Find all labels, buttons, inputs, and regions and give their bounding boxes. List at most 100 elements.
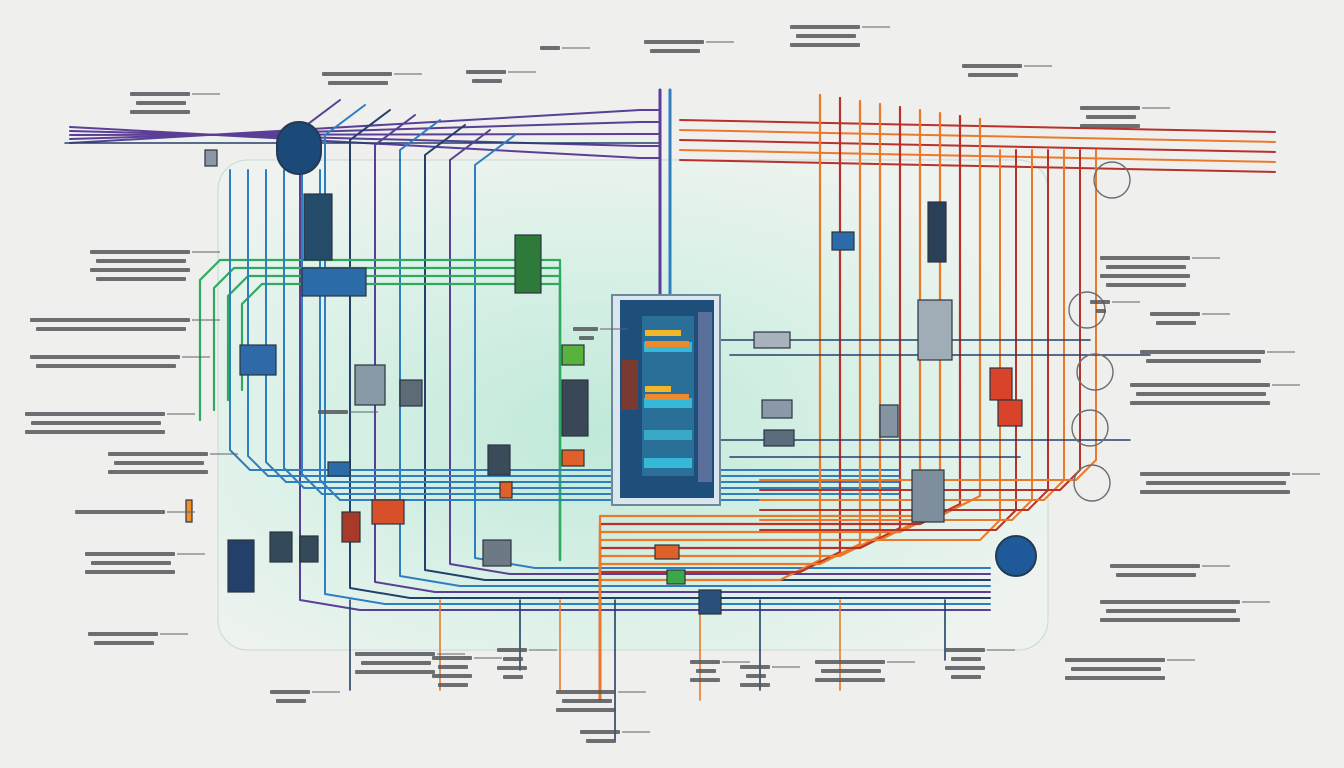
control-module[interactable]	[301, 267, 367, 297]
label-text-line	[1130, 383, 1270, 387]
module[interactable]	[831, 231, 855, 251]
junction-box[interactable]	[239, 344, 277, 376]
annotation-label	[1090, 300, 1140, 313]
meter-box[interactable]	[303, 193, 333, 261]
switch[interactable]	[299, 535, 319, 563]
red-breaker[interactable]	[371, 499, 405, 525]
fuse[interactable]	[499, 481, 513, 499]
label-text-line	[96, 277, 186, 281]
switch[interactable]	[269, 531, 293, 563]
label-text-line	[1100, 600, 1240, 604]
switch[interactable]	[879, 404, 899, 438]
label-text-line	[1140, 472, 1290, 476]
relay[interactable]	[753, 331, 791, 349]
label-text-line	[130, 92, 190, 96]
green-breaker[interactable]	[666, 569, 686, 585]
annotation-label	[1100, 600, 1270, 622]
annotation-label	[30, 355, 210, 368]
orange-breaker[interactable]	[654, 544, 680, 560]
relay[interactable]	[761, 399, 793, 419]
label-text-line	[130, 110, 190, 114]
connector[interactable]	[327, 461, 351, 477]
label-text-line	[945, 648, 985, 652]
annotation-label	[30, 318, 220, 331]
breaker-stack[interactable]	[561, 379, 589, 437]
annotation-label	[644, 40, 734, 53]
wire	[679, 149, 1276, 163]
wire	[69, 133, 661, 136]
label-text-line	[1100, 618, 1240, 622]
label-text-line	[740, 665, 770, 669]
label-text-line	[562, 699, 612, 703]
annotation-label	[85, 552, 205, 574]
meter-box[interactable]	[227, 539, 255, 593]
fuse[interactable]	[185, 499, 193, 523]
label-text-line	[355, 670, 435, 674]
annotation-label	[270, 690, 340, 703]
annotation-label	[1100, 256, 1220, 287]
label-text-line	[556, 690, 616, 694]
label-text-line	[1100, 256, 1190, 260]
annotation-label	[1110, 564, 1230, 577]
green-breaker[interactable]	[561, 344, 585, 366]
meter-box[interactable]	[927, 201, 947, 263]
wire	[247, 169, 901, 477]
label-text-line	[25, 430, 165, 434]
label-text-line	[1150, 312, 1200, 316]
junction-box[interactable]	[482, 539, 512, 567]
red-breaker[interactable]	[989, 367, 1013, 401]
breaker[interactable]	[341, 511, 361, 543]
label-text-line	[497, 648, 527, 652]
label-text-line	[1130, 401, 1270, 405]
label-text-line	[94, 641, 154, 645]
label-text-line	[503, 657, 523, 661]
label-text-line	[540, 46, 560, 50]
transformer[interactable]	[911, 469, 945, 523]
annotation-label	[130, 92, 220, 114]
label-text-line	[573, 327, 598, 331]
label-text-line	[740, 683, 770, 687]
relay[interactable]	[354, 364, 386, 406]
motor[interactable]	[995, 535, 1037, 577]
annotation-label	[1080, 106, 1170, 128]
circular-meter[interactable]	[276, 121, 322, 175]
label-text-line	[96, 259, 186, 263]
orange-breaker[interactable]	[561, 449, 585, 467]
label-text-line	[796, 34, 856, 38]
wire	[679, 119, 1276, 133]
sensor[interactable]	[204, 149, 218, 167]
annotation-label	[962, 64, 1052, 77]
annotation-label	[355, 652, 465, 674]
label-text-line	[85, 552, 175, 556]
label-text-line	[556, 708, 616, 712]
green-meter[interactable]	[514, 234, 542, 294]
sensor-icon	[1093, 161, 1131, 199]
red-breaker[interactable]	[997, 399, 1023, 427]
disconnect-switch[interactable]	[917, 299, 953, 361]
annotation-label	[497, 648, 557, 679]
annotation-label	[322, 72, 422, 85]
wire	[474, 134, 991, 569]
central-distribution-panel[interactable]	[611, 294, 721, 506]
label-text-line	[1100, 274, 1190, 278]
label-text-line	[968, 73, 1018, 77]
meter[interactable]	[698, 589, 722, 615]
switch[interactable]	[399, 379, 423, 407]
wire	[69, 130, 661, 147]
wire	[69, 109, 661, 144]
label-text-line	[579, 336, 594, 340]
annotation-label	[1065, 658, 1195, 680]
breaker[interactable]	[487, 444, 511, 476]
label-text-line	[31, 421, 161, 425]
wire	[265, 169, 901, 483]
label-text-line	[30, 318, 190, 322]
panel-slot	[644, 430, 692, 440]
annotation-label	[540, 46, 590, 50]
relay[interactable]	[763, 429, 795, 447]
breaker-indicator	[645, 341, 689, 347]
label-text-line	[1106, 609, 1236, 613]
label-text-line	[136, 101, 186, 105]
panel-right-module	[698, 312, 712, 482]
wire	[324, 104, 991, 605]
label-text-line	[355, 652, 435, 656]
